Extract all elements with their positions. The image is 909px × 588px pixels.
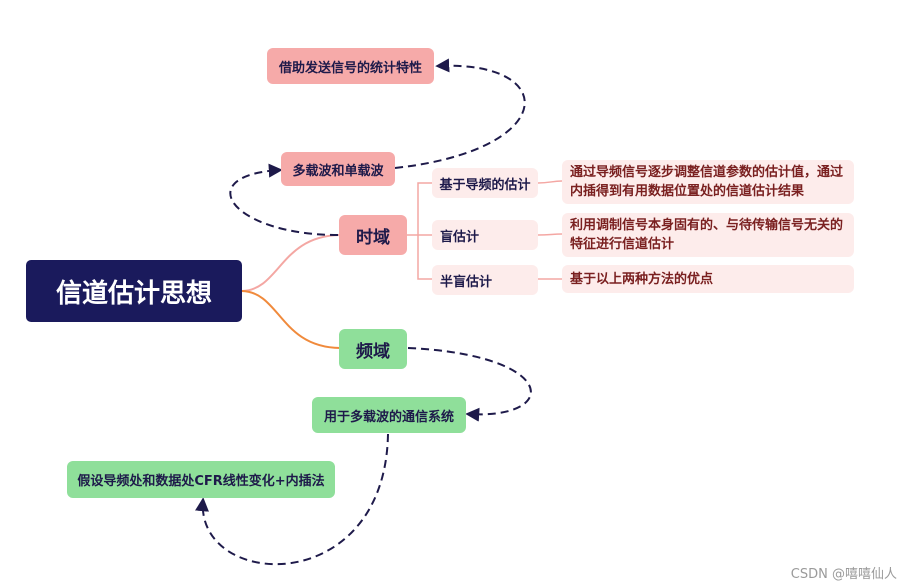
watermark: CSDN @嘻嘻仙人	[790, 567, 897, 582]
branch-root-time	[241, 234, 341, 292]
dashed-arrow-freq-usage	[407, 347, 532, 422]
freq-assumption-label: 假设导频处和数据处CFR线性变化+内插法	[77, 474, 325, 489]
method-desc-pilot: 通过导频信号逐步调整信道参数的估计值，通过内插得到有用数据位置处的信道估计结果	[562, 160, 854, 204]
root-label: 信道估计思想	[55, 278, 212, 309]
method-desc-blind-text: 利用调制信号本身固有的、与待传输信号无关的特征进行信道估计	[570, 218, 844, 252]
method-node-pilot[interactable]: 基于导频的估计	[432, 168, 538, 198]
pilot-stats-node[interactable]: 借助发送信号的统计特性	[267, 48, 434, 84]
pilot-stats-label: 借助发送信号的统计特性	[278, 60, 422, 76]
branch-time-methods	[407, 182, 432, 280]
multicarrier-label: 多载波和单载波	[292, 163, 384, 179]
method-node-blind[interactable]: 盲估计	[432, 220, 538, 250]
multicarrier-node[interactable]: 多载波和单载波	[281, 152, 395, 186]
method-desc-semiblind: 基于以上两种方法的优点	[562, 265, 854, 293]
dashed-arrow-multicarrier-stats	[394, 58, 526, 169]
method-label-pilot: 基于导频的估计	[439, 177, 531, 193]
branch-desc-1	[537, 180, 563, 184]
root-node[interactable]: 信道估计思想	[26, 260, 242, 322]
freq-usage-node[interactable]: 用于多载波的通信系统	[312, 397, 466, 433]
method-node-semiblind[interactable]: 半盲估计	[432, 265, 538, 295]
time-domain-label: 时域	[356, 227, 390, 248]
method-desc-blind: 利用调制信号本身固有的、与待传输信号无关的特征进行信道估计	[562, 213, 854, 257]
dashed-arrow-time-multicarrier	[229, 163, 339, 236]
method-desc-semiblind-text: 基于以上两种方法的优点	[570, 271, 714, 287]
freq-assumption-node[interactable]: 假设导频处和数据处CFR线性变化+内插法	[67, 461, 335, 498]
branch-desc-2	[537, 233, 563, 236]
time-domain-node[interactable]: 时域	[339, 215, 407, 255]
freq-domain-label: 频域	[356, 341, 390, 362]
branch-root-freq	[241, 290, 341, 349]
method-label-semiblind: 半盲估计	[440, 274, 493, 290]
freq-domain-node[interactable]: 频域	[339, 329, 407, 369]
method-desc-pilot-text: 通过导频信号逐步调整信道参数的估计值，通过内插得到有用数据位置处的信道估计结果	[570, 165, 844, 199]
method-label-blind: 盲估计	[440, 229, 480, 245]
dashed-arrow-usage-assumption	[195, 433, 389, 566]
freq-usage-label: 用于多载波的通信系统	[323, 409, 454, 425]
